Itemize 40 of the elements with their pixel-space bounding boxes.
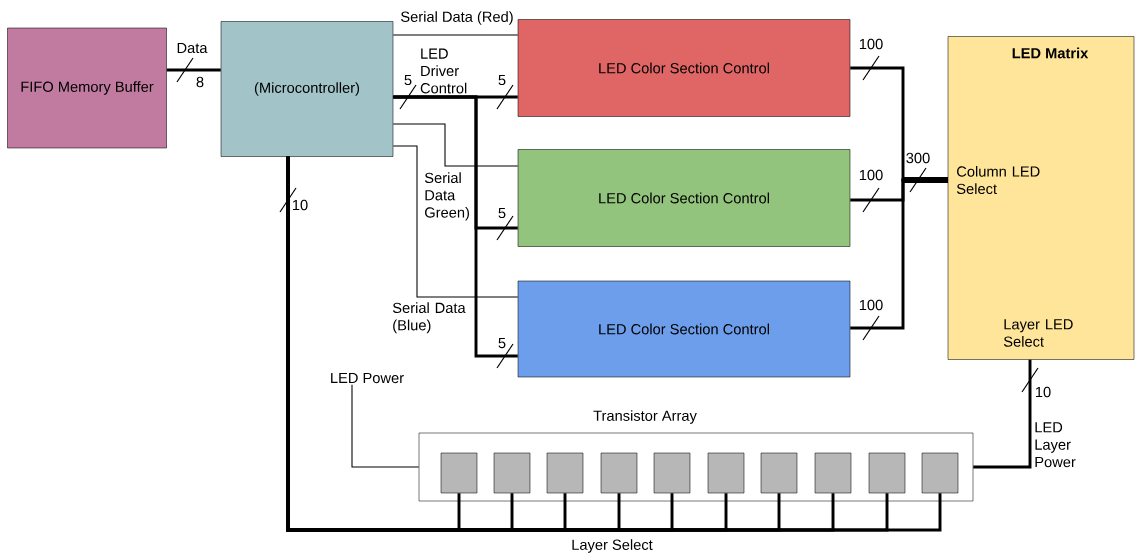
transistor-box [921, 452, 959, 494]
edge-label: Data [177, 42, 208, 54]
bus-width-label: 10 [1035, 386, 1051, 398]
edge-label: Serial Data (Blue) [392, 302, 466, 334]
connector-line [392, 123, 519, 167]
block-box: FIFO Memory Buffer [7, 27, 167, 149]
block-box: LED Color Section Control [517, 149, 851, 247]
transistor-box [440, 452, 478, 494]
bus-width-label: 5 [498, 207, 506, 219]
connector-line [973, 359, 1032, 469]
transistor-box [493, 452, 531, 494]
transistor-box [546, 452, 584, 494]
connector-line [393, 95, 518, 358]
block-box: LED Color Section Control [517, 280, 851, 378]
block-box: (Microcontroller) [220, 21, 394, 157]
bus-width-label: 300 [906, 152, 930, 164]
transistor-box [600, 452, 638, 494]
bus-width-label: 5 [498, 74, 506, 86]
text-label: LED Power [331, 372, 404, 384]
transistor-box [653, 452, 691, 494]
connector-line [351, 384, 420, 468]
connector-line [392, 145, 519, 298]
connector-line [166, 68, 221, 72]
edge-label: LED Driver Control [420, 48, 467, 94]
edge-label: Serial Data (Red) [401, 11, 513, 25]
transistor-box [760, 452, 798, 494]
block-box: LED Color Section Control [517, 19, 851, 117]
transistor-box [868, 452, 906, 494]
connector-line [392, 34, 519, 36]
bus-width-label: 10 [292, 199, 308, 211]
edge-label: Serial Data Green) [424, 172, 469, 221]
bus-width-label: 8 [196, 76, 204, 88]
bus-width-label: Layer Select [572, 539, 653, 553]
bus-width-label: 5 [498, 337, 506, 349]
transistor-box [707, 452, 745, 494]
matrix-box: LED Matrix Column LED Select Layer LED Select [947, 36, 1135, 360]
bus-width-label: 5 [404, 74, 412, 86]
node-label: Transistor Array [593, 410, 697, 424]
transistor-box [814, 452, 852, 494]
edge-label: LED Layer Power [1035, 422, 1076, 468]
